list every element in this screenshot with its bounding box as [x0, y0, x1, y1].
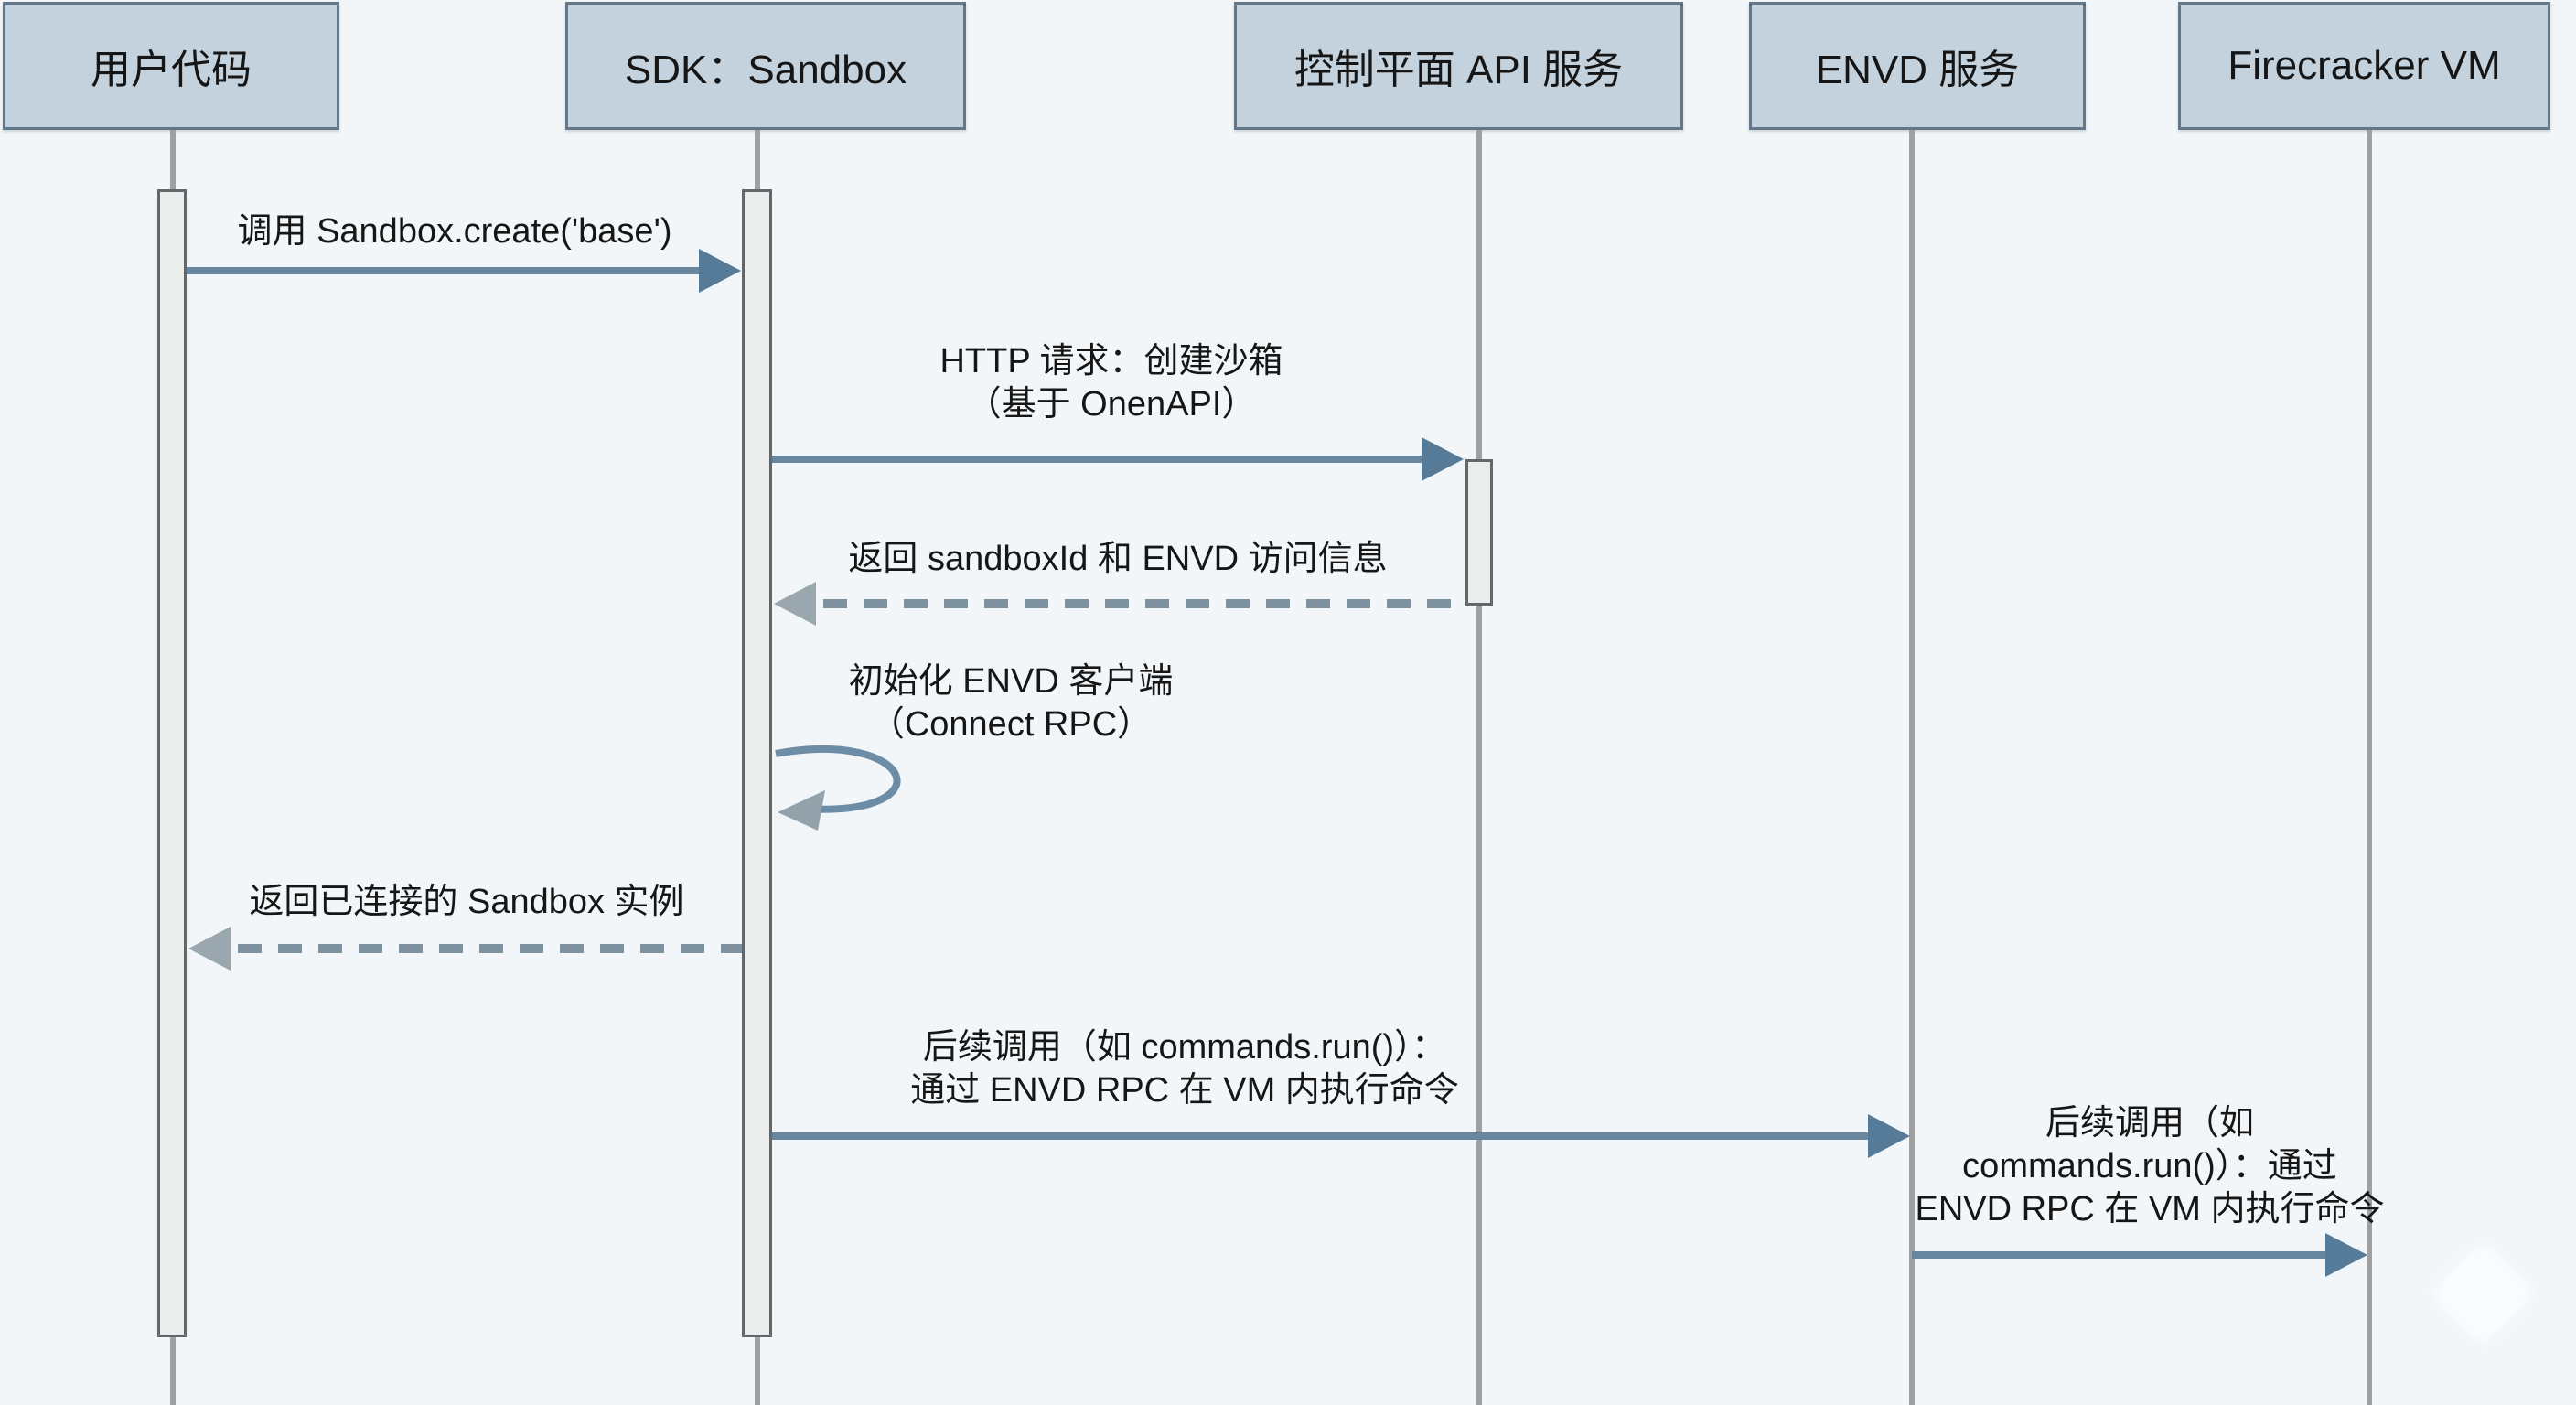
message-return-sandboxid-label: 返回 sandboxId 和 ENVD 访问信息: [848, 540, 1388, 578]
lifeline-control-plane-api: [1476, 130, 1482, 1405]
arrowhead-left-icon: [188, 927, 231, 971]
message-call-sandbox-create-label: 调用 Sandbox.create('base'): [237, 212, 672, 251]
activation-bar-user-code: [157, 189, 187, 1337]
participant-envd-service: ENVD 服务: [1749, 2, 2086, 130]
message-followup-calls-vm-label: 后续调用（如 commands.run()）：通过 ENVD RPC 在 VM …: [1915, 1104, 2385, 1228]
arrowhead-right-icon: [1868, 1114, 1910, 1158]
watermark-diamond-icon: [2428, 1239, 2538, 1348]
activation-bar-control-plane: [1465, 459, 1493, 606]
message-http-create-sandbox-line: [772, 456, 1423, 463]
message-http-create-sandbox-label: HTTP 请求：创建沙箱 （基于 OnenAPI）: [939, 342, 1283, 424]
participant-control-plane-api-label: 控制平面 API 服务: [1293, 48, 1624, 92]
lifeline-firecracker-vm: [2367, 130, 2372, 1405]
message-return-connected-sandbox-line: [238, 944, 742, 953]
message-call-sandbox-create-line: [187, 267, 704, 274]
arrowhead-left-icon: [774, 582, 816, 626]
arrowhead-right-icon: [699, 249, 741, 293]
message-followup-calls-envd-label: 后续调用（如 commands.run()）： 通过 ENVD RPC 在 VM…: [910, 1028, 1459, 1110]
message-followup-calls-vm-line: [1912, 1251, 2327, 1259]
message-followup-calls-envd-line: [772, 1132, 1870, 1140]
self-loop-arrow-icon: [775, 745, 901, 831]
lifeline-envd-service: [1909, 130, 1915, 1405]
arrowhead-right-icon: [1422, 437, 1464, 481]
arrowhead-right-icon: [2325, 1233, 2367, 1277]
participant-firecracker-vm-label: Firecracker VM: [2227, 43, 2501, 88]
message-return-connected-sandbox-label: 返回已连接的 Sandbox 实例: [249, 883, 684, 921]
message-return-sandboxid-line: [823, 599, 1465, 608]
message-init-envd-client-label: 初始化 ENVD 客户端 （Connect RPC）: [848, 662, 1174, 744]
participant-sdk-sandbox: SDK：Sandbox: [565, 2, 966, 130]
participant-sdk-sandbox-label: SDK：Sandbox: [624, 48, 907, 92]
participant-user-code-label: 用户代码: [91, 48, 252, 92]
participant-user-code: 用户代码: [3, 2, 339, 130]
activation-bar-sdk-sandbox: [742, 189, 772, 1337]
participant-firecracker-vm: Firecracker VM: [2178, 2, 2550, 130]
participant-envd-service-label: ENVD 服务: [1815, 48, 2020, 92]
participant-control-plane-api: 控制平面 API 服务: [1234, 2, 1683, 130]
